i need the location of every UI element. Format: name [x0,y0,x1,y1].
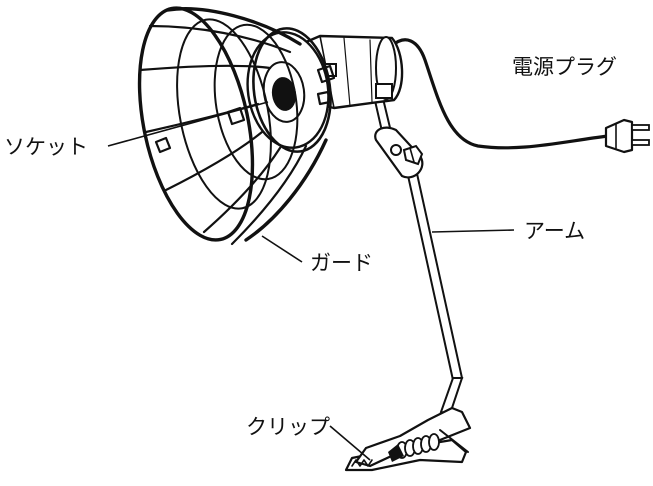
reflector-collar [246,31,330,149]
socket-leader [107,101,269,147]
guard-leader [261,235,303,263]
arm-label: アーム [524,219,585,243]
arm-leader [431,229,515,233]
clip-label: クリップ [246,415,330,439]
guard-label: ガード [310,251,373,275]
arm-joint [374,126,424,179]
wire-guard [137,6,336,246]
power-plug [604,118,650,154]
clip [344,406,472,472]
power-cord [390,38,610,150]
clip-leader [329,425,371,461]
power-plug-label: 電源プラグ [512,55,617,79]
socket-label: ソケット [4,135,88,159]
socket-opening [271,77,297,111]
